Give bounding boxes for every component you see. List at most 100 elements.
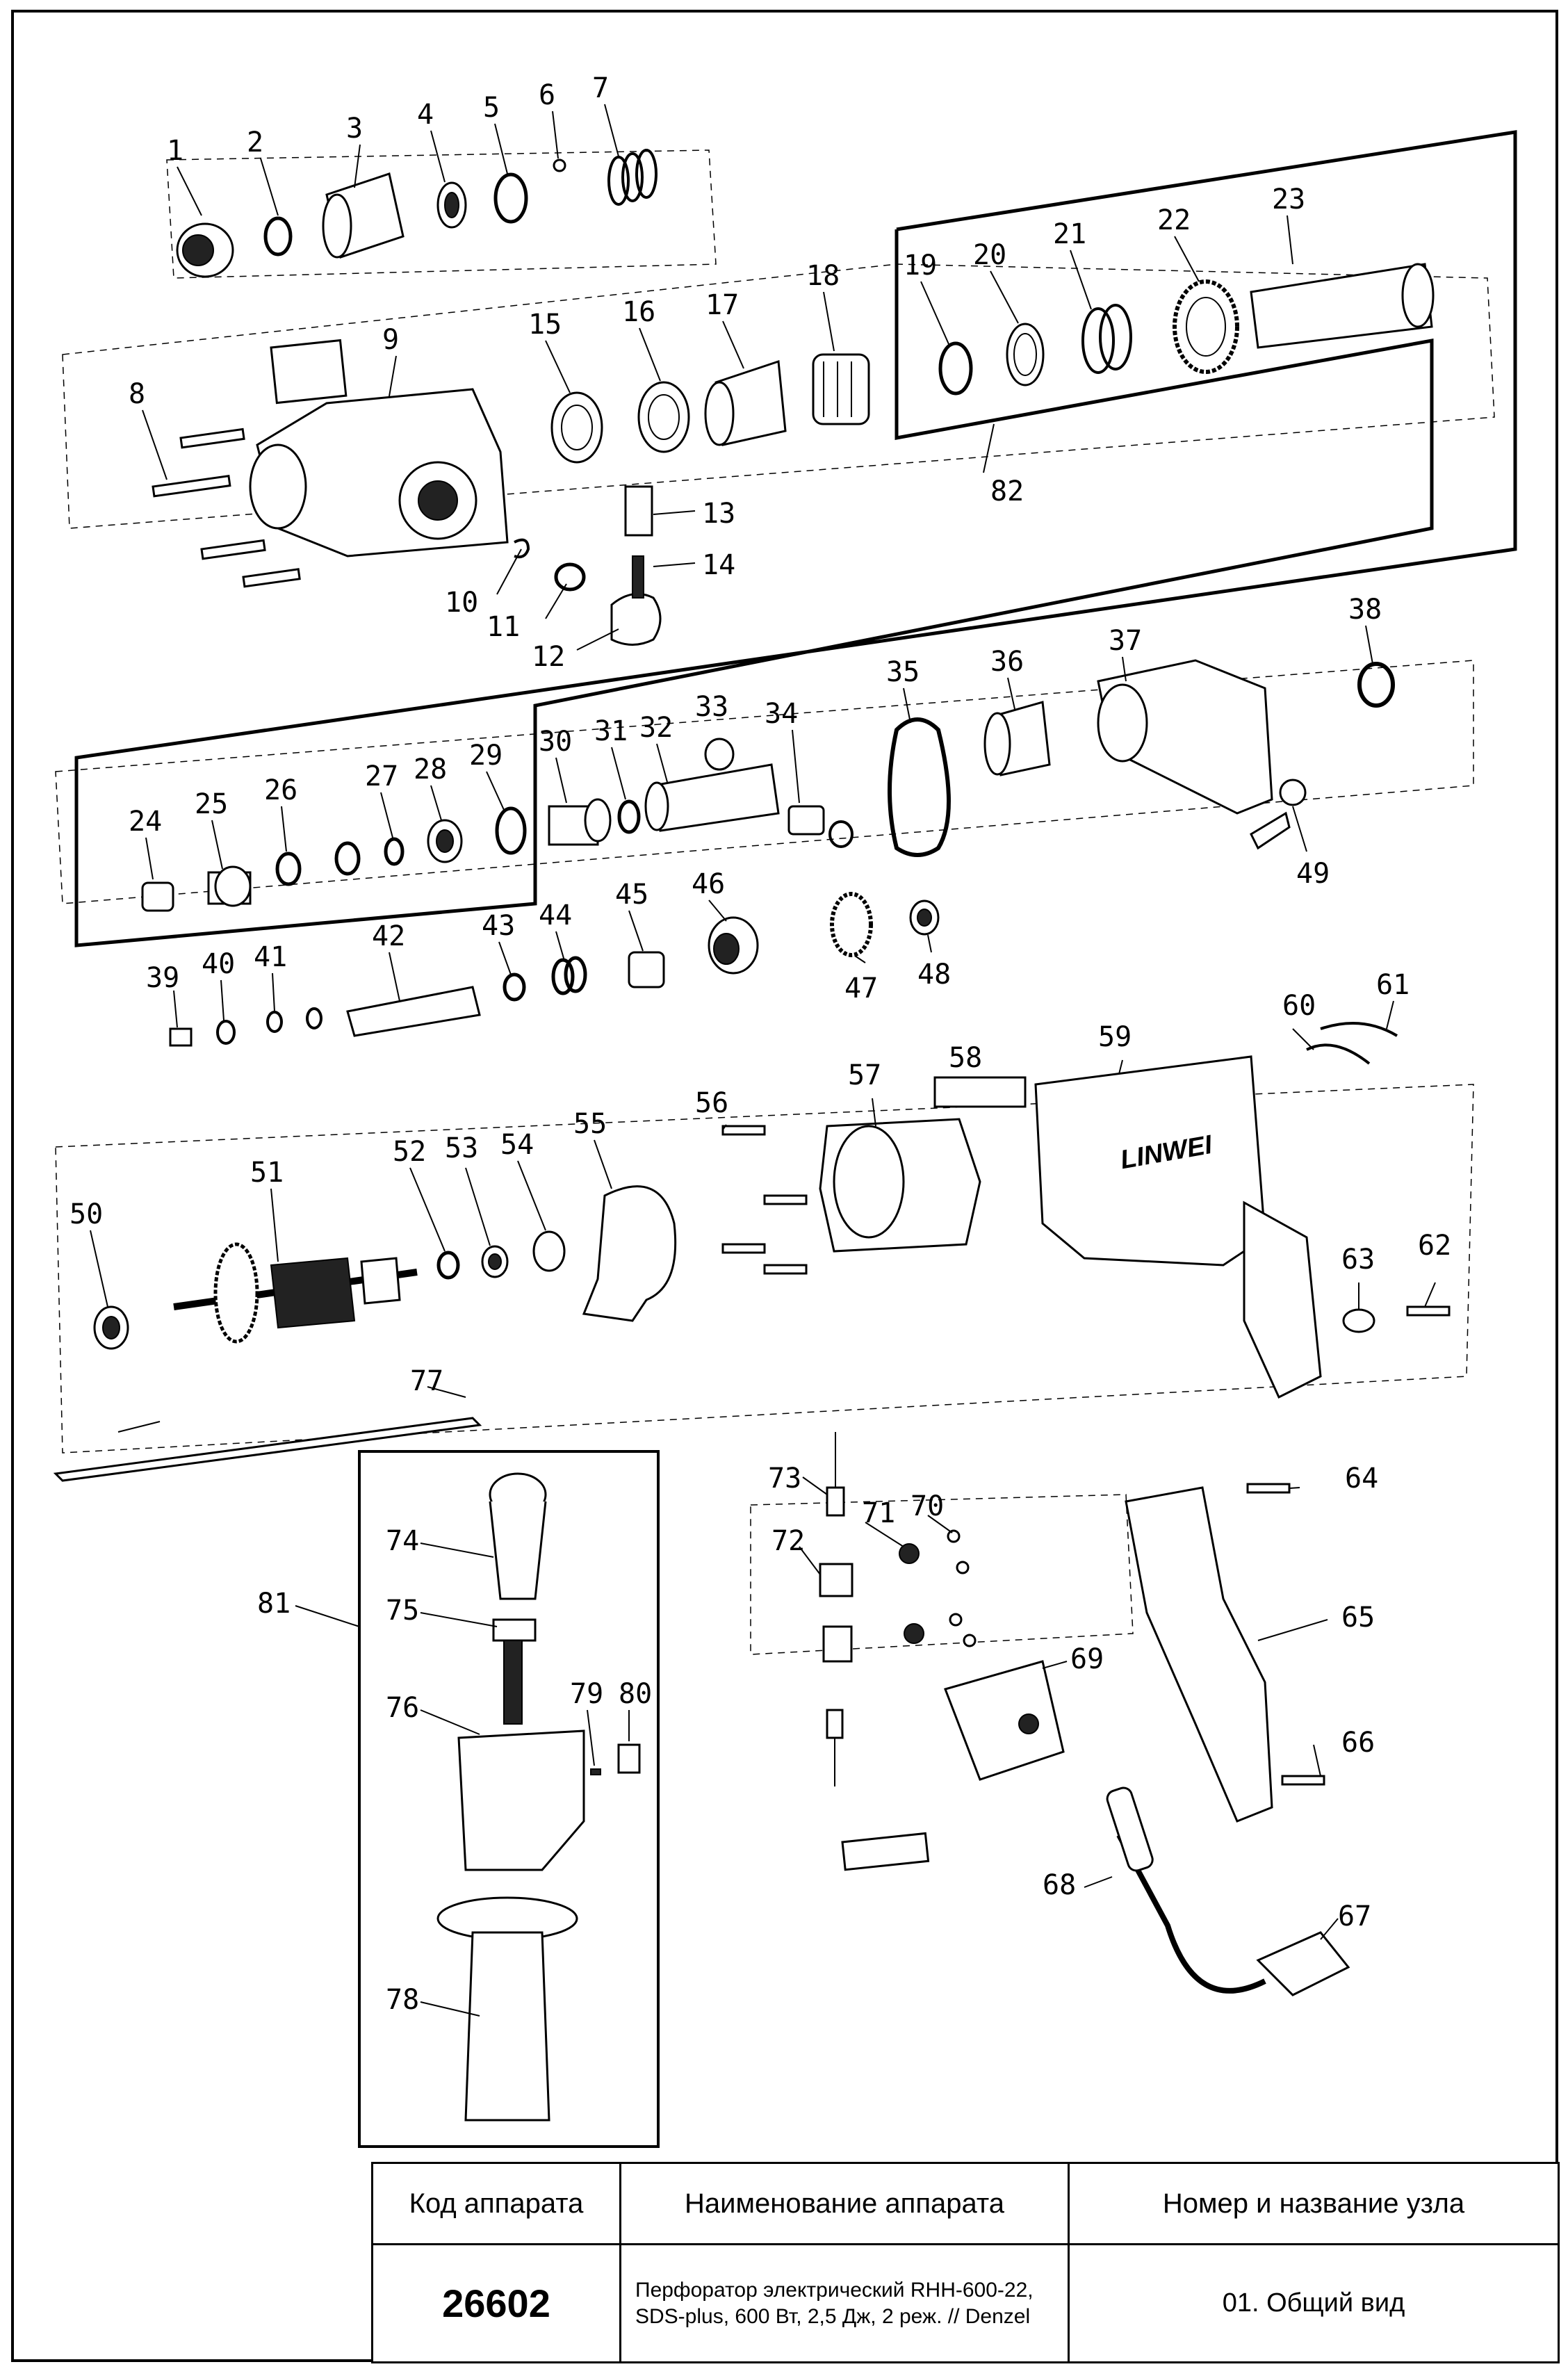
callout-60: 60 xyxy=(1282,990,1316,1022)
callout-50: 50 xyxy=(70,1198,103,1230)
part-63-clamp xyxy=(1342,1308,1375,1333)
callout-80: 80 xyxy=(619,1678,652,1710)
part-72-brush-holder xyxy=(819,1563,854,1663)
part-22-gear xyxy=(1173,279,1239,374)
guide-row-5 xyxy=(750,1494,1134,1655)
callout-35: 35 xyxy=(886,656,920,688)
header-device-name: Наименование аппарата xyxy=(619,2162,1070,2245)
callout-37: 37 xyxy=(1109,625,1142,657)
part-7-spring xyxy=(607,149,658,206)
part-78-grip xyxy=(436,1896,578,2122)
callout-46: 46 xyxy=(692,868,725,900)
callout-61: 61 xyxy=(1376,969,1410,1001)
part-24-pin xyxy=(141,881,174,912)
part-59-motor-housing: LINWEI xyxy=(1034,1055,1322,1399)
part-74-clamp-band xyxy=(489,1472,547,1600)
callout-72: 72 xyxy=(771,1525,805,1557)
part-17-bushing xyxy=(704,359,787,446)
callout-32: 32 xyxy=(639,712,673,744)
callout-30: 30 xyxy=(539,726,572,758)
part-52-washer xyxy=(436,1251,460,1280)
callout-31: 31 xyxy=(594,715,628,747)
callout-1: 1 xyxy=(167,135,183,167)
part-60-wire xyxy=(1306,1043,1371,1065)
part-41-ring xyxy=(266,1011,283,1033)
frame-handle-kit-81 xyxy=(358,1450,660,2148)
callout-3: 3 xyxy=(346,113,363,145)
callout-2: 2 xyxy=(247,127,263,158)
guide-row-1 xyxy=(166,149,717,279)
callout-53: 53 xyxy=(445,1132,478,1164)
callout-62: 62 xyxy=(1418,1230,1451,1262)
callout-11: 11 xyxy=(487,611,520,643)
part-4-washer xyxy=(436,181,467,229)
callout-18: 18 xyxy=(806,260,840,292)
callout-36: 36 xyxy=(990,646,1024,678)
callout-16: 16 xyxy=(622,296,655,328)
part-33-ring xyxy=(704,738,735,771)
part-40-washer xyxy=(216,1020,236,1045)
part-67-power-plug xyxy=(1256,1931,1350,1996)
part-34-pin xyxy=(787,805,854,848)
callout-7: 7 xyxy=(592,72,609,104)
callout-45: 45 xyxy=(615,879,648,911)
part-44-spring xyxy=(551,956,587,995)
part-49-lever xyxy=(1250,779,1307,850)
part-2-ring xyxy=(263,216,293,257)
part-39-pin xyxy=(169,1027,193,1047)
callout-15: 15 xyxy=(528,309,562,341)
part-8-screws xyxy=(152,428,301,588)
part-57-stator xyxy=(819,1118,981,1253)
callout-59: 59 xyxy=(1098,1021,1132,1053)
callout-47: 47 xyxy=(844,972,878,1004)
callout-44: 44 xyxy=(539,899,572,931)
callout-33: 33 xyxy=(695,691,728,723)
callout-8: 8 xyxy=(129,378,145,410)
callout-82: 82 xyxy=(990,475,1024,507)
device-name: Перфоратор электрический RHH-600-22, SDS… xyxy=(619,2243,1070,2363)
callout-73: 73 xyxy=(768,1463,801,1495)
callout-76: 76 xyxy=(386,1692,419,1724)
part-38-oring xyxy=(1357,662,1395,708)
part-10-clip xyxy=(514,538,530,559)
part-27-oring xyxy=(334,841,361,876)
callout-41: 41 xyxy=(254,941,287,973)
part-12-mode-knob xyxy=(610,592,662,646)
part-14-spring xyxy=(632,555,644,599)
unit-name: 01. Общий вид xyxy=(1068,2243,1560,2363)
callout-42: 42 xyxy=(372,920,405,952)
callout-21: 21 xyxy=(1053,218,1086,250)
part-66-screw xyxy=(1281,1775,1325,1786)
part-6-ball xyxy=(553,158,566,172)
part-26-oring xyxy=(275,852,302,886)
header-unit-name: Номер и название узла xyxy=(1068,2162,1560,2245)
callout-58: 58 xyxy=(949,1042,982,1074)
frame-subassembly-82 xyxy=(74,130,1517,947)
callout-labels: 1 2 3 4 5 6 7 8 9 10 11 12 13 14 15 16 1… xyxy=(70,72,1451,2016)
part-55-baffle xyxy=(582,1185,677,1322)
callout-22: 22 xyxy=(1157,204,1191,236)
part-41b-ring xyxy=(306,1007,322,1029)
part-68-cord xyxy=(1106,1786,1266,1994)
callout-55: 55 xyxy=(573,1108,607,1140)
callout-23: 23 xyxy=(1272,184,1305,215)
guide-row-3 xyxy=(55,660,1474,904)
part-76-handle-base xyxy=(457,1729,585,1871)
part-71-spring xyxy=(899,1543,924,1644)
part-53-bearing xyxy=(481,1245,509,1278)
callout-79: 79 xyxy=(570,1678,603,1710)
part-62-screw xyxy=(1406,1305,1451,1317)
leader-lines xyxy=(90,104,1436,2017)
part-5-washer xyxy=(493,172,528,224)
guide-row-4 xyxy=(55,1084,1474,1454)
callout-24: 24 xyxy=(129,806,162,838)
title-block: Код аппарата Наименование аппарата Номер… xyxy=(371,2162,1560,2363)
device-code: 26602 xyxy=(371,2243,621,2363)
callout-29: 29 xyxy=(469,740,503,772)
part-43-circlip xyxy=(503,972,526,1002)
callout-51: 51 xyxy=(250,1157,284,1189)
callout-13: 13 xyxy=(702,498,735,530)
callout-54: 54 xyxy=(500,1129,534,1161)
part-25-striker xyxy=(207,865,252,907)
callout-68: 68 xyxy=(1043,1869,1076,1901)
